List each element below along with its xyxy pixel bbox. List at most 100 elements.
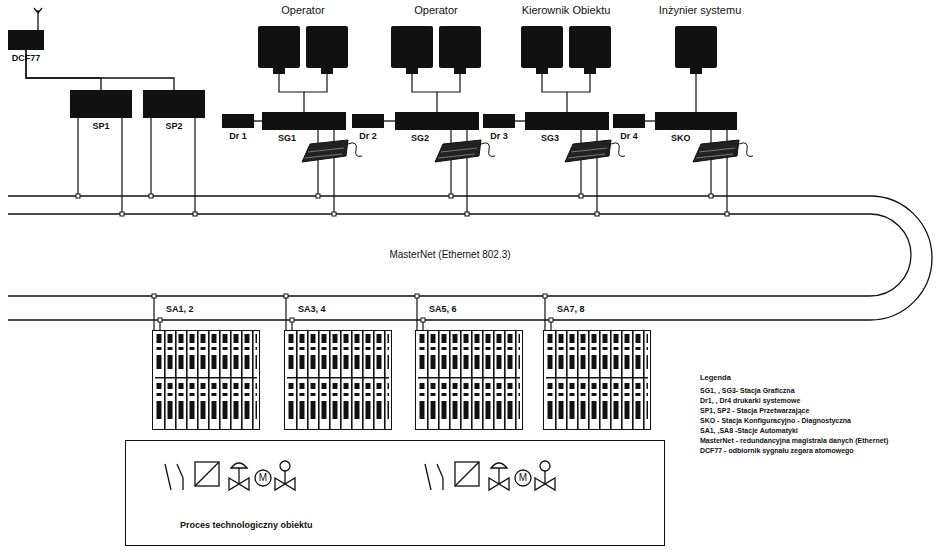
system-drawing xyxy=(521,26,563,74)
system-drawing xyxy=(435,140,495,162)
bus-junction xyxy=(120,212,124,216)
system-drawing xyxy=(258,26,300,74)
automation-cabinet-body xyxy=(284,330,392,430)
processing-station: SP2 xyxy=(143,90,205,118)
processing-station-body xyxy=(70,90,132,118)
bus-drop xyxy=(153,296,154,330)
monitor-cable xyxy=(542,74,567,112)
process-box-body xyxy=(125,440,665,546)
graphic-station: SG2 xyxy=(395,112,479,130)
bus-drop xyxy=(194,118,195,214)
bus-drop xyxy=(285,296,286,330)
printer: Dr 1 xyxy=(222,114,254,128)
bus-drop xyxy=(78,118,727,330)
system-drawing xyxy=(569,26,611,74)
bus-label: MasterNet (Ethernet 802.3) xyxy=(389,249,510,261)
cabinet-modules xyxy=(285,331,391,429)
bus-junction xyxy=(543,294,547,298)
node-label: Dr 2 xyxy=(359,131,377,141)
printer-body xyxy=(613,114,645,128)
bus-drop xyxy=(121,118,122,214)
node-label: SG2 xyxy=(411,133,429,143)
bus-junction xyxy=(415,294,419,298)
automation-cabinet-body xyxy=(152,330,260,430)
cabinet-modules xyxy=(418,331,520,429)
graphic-station: SG3 xyxy=(525,112,609,130)
config-station-body xyxy=(655,112,737,130)
motor-letter: M xyxy=(519,472,527,484)
node-label: Dr 1 xyxy=(229,131,247,141)
node-label: SKO xyxy=(671,133,691,143)
bus-junction xyxy=(549,318,553,322)
bus-junction xyxy=(332,212,336,216)
automation-cabinet-body xyxy=(415,330,523,430)
bus-junction xyxy=(709,194,713,198)
legend-entry: SKO - Stacja Konfiguracyjno - Diagnostyc… xyxy=(700,416,888,426)
antenna xyxy=(34,8,38,13)
cabinet-modules xyxy=(546,331,648,429)
process-box: Proces technologiczny obiektu xyxy=(125,440,665,546)
system-drawing xyxy=(439,26,481,74)
legend-entry: Dr1, , Dr4 drukarki systemowe xyxy=(700,396,888,406)
legend-entry: SG1, , SG3- Stacja Graficzna xyxy=(700,386,888,396)
bus-junction xyxy=(149,194,153,198)
legend-entry: MasterNet - redundancyjna magistrala dan… xyxy=(700,436,888,446)
bus-drop xyxy=(77,118,78,196)
monitor-cable xyxy=(567,74,590,92)
monitor-cable xyxy=(304,74,327,92)
bus-junction xyxy=(152,294,156,298)
legend-entry: SA1, ,SA8 -Stacje Automatyki xyxy=(700,426,888,436)
bus-drop xyxy=(450,130,451,196)
cabinet-modules xyxy=(416,331,522,429)
node-label: DCF77 xyxy=(12,53,41,63)
masternet-bus xyxy=(8,196,932,320)
bus-junction xyxy=(290,318,294,322)
system-drawing xyxy=(302,140,362,162)
automation-cabinet: SA5, 6 xyxy=(415,330,523,430)
bus-drop xyxy=(710,130,711,196)
node-label: SA5, 6 xyxy=(429,304,457,314)
monitor-cable xyxy=(437,74,460,92)
antenna xyxy=(38,8,42,13)
system-drawing xyxy=(675,26,717,74)
bus-drop xyxy=(416,296,417,330)
bus-drop xyxy=(150,118,151,196)
connector-line xyxy=(645,120,655,121)
node-label: Dr 4 xyxy=(620,131,638,141)
connector-line xyxy=(384,120,395,121)
system-drawing xyxy=(391,26,433,74)
connector-line xyxy=(515,120,525,121)
monitor-cable xyxy=(412,74,437,112)
connector-line xyxy=(26,50,174,90)
bus-junction xyxy=(465,212,469,216)
system-drawing xyxy=(565,140,625,162)
node-label: Proces technologiczny obiektu xyxy=(180,520,313,530)
legend-entry: DCF77 - odbiornik sygnału zegara atomowe… xyxy=(700,446,888,456)
bus-junction xyxy=(595,212,599,216)
system-drawing xyxy=(693,140,753,162)
node-label: SA3, 4 xyxy=(298,304,326,314)
bus-drop xyxy=(544,296,545,330)
masternet-bus xyxy=(8,196,932,320)
bus-drop xyxy=(317,130,318,196)
node-label: SG3 xyxy=(541,133,559,143)
system-drawing xyxy=(306,26,348,74)
printer: Dr 4 xyxy=(613,114,645,128)
bus-junction xyxy=(579,194,583,198)
bus-junction xyxy=(76,194,729,322)
printer: Dr 2 xyxy=(352,114,384,128)
automation-cabinet: SA1, 2 xyxy=(152,330,260,430)
graphic-station-body xyxy=(262,112,346,130)
legend-title: Legenda xyxy=(700,374,731,383)
cabinet-modules xyxy=(544,331,650,429)
node-label: SP1 xyxy=(92,121,109,131)
bus-junction xyxy=(421,318,425,322)
automation-cabinet-body xyxy=(543,330,651,430)
receiver-box: DCF77 xyxy=(8,30,44,50)
printer-body xyxy=(352,114,384,128)
bus-junction xyxy=(284,294,288,298)
node-label: SP2 xyxy=(165,121,182,131)
